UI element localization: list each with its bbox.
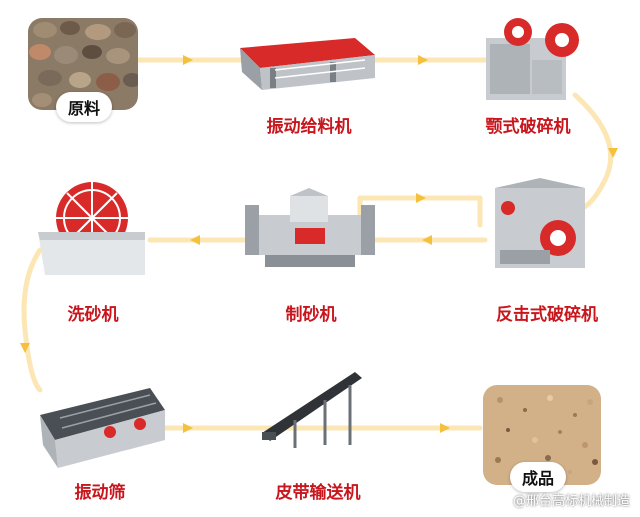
conveyor-machine [262,372,362,448]
arrow-right [183,55,193,65]
flow-arrows [20,55,618,433]
impact-crusher-machine [495,178,585,268]
node-label-raw-material: 原料 [56,92,113,122]
node-label-vibrating-feeder: 振动给料机 [266,117,352,137]
arrow-down [20,343,30,353]
sand-washer-machine [38,182,145,275]
arrow-down [608,148,618,158]
gravel-image [28,18,138,110]
sand-maker-machine [245,188,375,267]
arrow-right [416,193,426,203]
arrow-right [418,55,428,65]
arrow-right [183,423,193,433]
watermark: @邢台高标机械制造 [512,494,630,509]
arrow-left [422,235,432,245]
node-label-vibrating-screen: 振动筛 [74,483,126,503]
node-label-jaw-crusher: 颚式破碎机 [485,117,571,137]
feeder-machine [240,38,375,90]
node-label-sand-washer: 洗砂机 [67,305,119,325]
node-label-sand-making-machine: 制砂机 [285,305,337,325]
node-label-belt-conveyor: 皮带输送机 [275,483,361,503]
node-label-finished-product: 成品 [510,462,567,492]
arrow-right [440,423,450,433]
jaw-crusher-machine [486,18,579,100]
node-label-impact-crusher: 反击式破碎机 [496,305,598,325]
arrow-left [190,235,200,245]
screen-machine [40,388,165,468]
